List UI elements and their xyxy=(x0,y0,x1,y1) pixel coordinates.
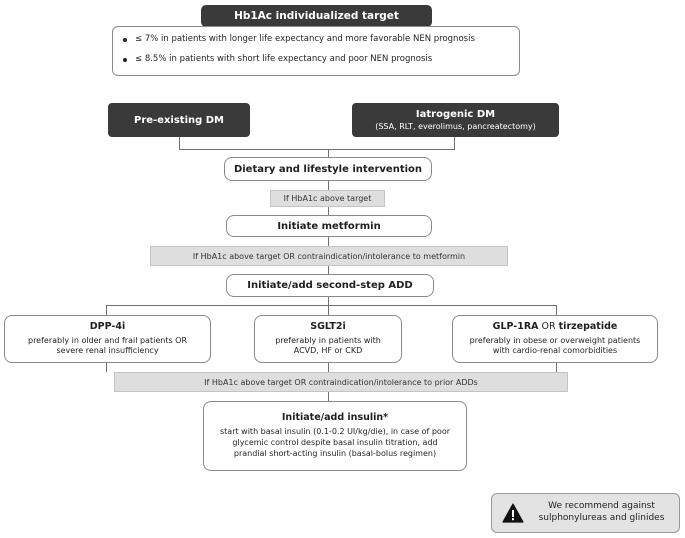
connector-line xyxy=(328,149,329,157)
insulin-text: start with basal insulin (0.1-0.2 UI/kg/… xyxy=(219,427,451,458)
target-item: ≤ 8.5% in patients with short life expec… xyxy=(121,54,509,64)
second-step-add-box: Initiate/add second-step ADD xyxy=(226,274,434,297)
second-step-add-label: Initiate/add second-step ADD xyxy=(247,280,413,291)
dietary-lifestyle-box: Dietary and lifestyle intervention xyxy=(224,157,432,181)
condition-band-prior-adds: If HbA1c above target OR contraindicatio… xyxy=(114,372,568,392)
connector-line xyxy=(328,305,329,315)
connector-line xyxy=(328,392,329,401)
metformin-box: Initiate metformin xyxy=(226,215,432,237)
condition-band-hba1c: If HbA1c above target xyxy=(270,190,385,207)
condition-label: If HbA1c above target OR contraindicatio… xyxy=(192,251,466,261)
insulin-card: Initiate/add insulin* start with basal i… xyxy=(203,401,467,471)
target-list: ≤ 7% in patients with longer life expect… xyxy=(121,34,509,64)
glp1ra-tirzepatide-title: GLP-1RA OR tirzepatide xyxy=(493,321,618,334)
glp1ra-tirzepatide-card: GLP-1RA OR tirzepatide preferably in obe… xyxy=(452,315,658,363)
connector-line xyxy=(328,363,329,372)
target-item: ≤ 7% in patients with longer life expect… xyxy=(121,34,509,44)
sglt2i-text: preferably in patients with ACVD, HF or … xyxy=(275,335,381,356)
connector-line xyxy=(106,363,107,372)
connector-line xyxy=(556,363,557,372)
connector-line xyxy=(106,305,556,306)
insulin-title: Initiate/add insulin* xyxy=(281,412,389,424)
iatrogenic-dm-causes: (SSA, RLT, everolimus, pancreatectomy) xyxy=(375,122,536,131)
metformin-label: Initiate metformin xyxy=(277,220,381,232)
connector-line xyxy=(328,207,329,215)
target-title: Hb1Ac individualized target xyxy=(234,10,399,22)
target-header: Hb1Ac individualized target xyxy=(201,5,432,27)
preexisting-dm-label: Pre-existing DM xyxy=(133,114,225,126)
or-label: OR xyxy=(538,320,559,332)
sglt2i-card: SGLT2i preferably in patients with ACVD,… xyxy=(254,315,402,363)
iatrogenic-dm-label: Iatrogenic DM xyxy=(415,109,496,120)
connector-line xyxy=(328,266,329,274)
condition-band-metformin: If HbA1c above target OR contraindicatio… xyxy=(150,246,508,266)
warning-triangle-icon xyxy=(502,503,524,523)
warning-box: We recommend against sulphonylureas and … xyxy=(491,493,680,533)
iatrogenic-dm-box: Iatrogenic DM (SSA, RLT, everolimus, pan… xyxy=(352,103,559,137)
target-box: ≤ 7% in patients with longer life expect… xyxy=(112,26,520,76)
dpp4i-title: DPP-4i xyxy=(89,320,126,332)
connector-line xyxy=(454,137,455,149)
dpp4i-text: preferably in older and frail patients O… xyxy=(27,335,188,356)
connector-line xyxy=(328,297,329,305)
dpp4i-card: DPP-4i preferably in older and frail pat… xyxy=(4,315,211,363)
sglt2i-title: SGLT2i xyxy=(310,320,346,332)
condition-label: If HbA1c above target OR contraindicatio… xyxy=(204,377,478,387)
tirzepatide-title: tirzepatide xyxy=(558,320,618,332)
connector-line xyxy=(556,305,557,315)
connector-line xyxy=(106,305,107,315)
glp1ra-title: GLP-1RA xyxy=(492,320,539,332)
warning-text: We recommend against sulphonylureas and … xyxy=(538,501,665,523)
preexisting-dm-box: Pre-existing DM xyxy=(108,103,250,137)
dietary-lifestyle-label: Dietary and lifestyle intervention xyxy=(233,163,423,175)
connector-line xyxy=(328,181,329,190)
connector-line xyxy=(179,137,180,149)
connector-line xyxy=(328,237,329,246)
condition-label: If HbA1c above target xyxy=(283,194,372,203)
connector-line xyxy=(179,149,455,150)
glp1ra-tirzepatide-text: preferably in obese or overweight patien… xyxy=(469,335,641,356)
